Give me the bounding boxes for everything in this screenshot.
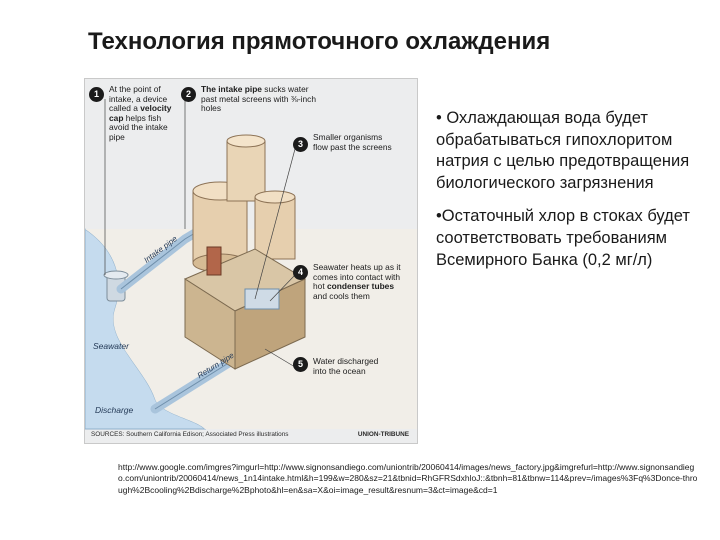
callout-number-2: 2 [181,87,196,102]
callout-number-5: 5 [293,357,308,372]
callout-3-text: Smaller organisms flow past the screens [313,132,392,152]
top-tank [226,134,266,202]
slide-title: Технология прямоточного охлаждения [88,28,551,55]
bullet-item: • Охлаждающая вода будет обрабатываться … [436,109,690,192]
callout-1-text: At the point of intake, a device called … [109,84,172,142]
callout-2-text: The intake pipe sucks water past metal s… [201,84,316,114]
discharge-label: Discharge [95,405,134,415]
callout-number-3: 3 [293,137,308,152]
callout-number-4: 4 [293,265,308,280]
figure-sources: SOURCES: Southern California Edison; Ass… [91,431,289,438]
callout-number-1: 1 [89,87,104,102]
callout-5-text: Water discharged into the ocean [313,356,379,376]
cooling-diagram: 1 At the point of intake, a device calle… [84,78,418,444]
figure-credit: UNION-TRIBUNE [357,431,409,438]
callout-4-text: Seawater heats up as it comes into conta… [313,262,401,301]
right-tank [254,190,296,260]
seawater-label: Seawater [93,341,129,351]
plant-building [183,246,307,370]
bullet-item: •Остаточный хлор в стоках будет соответс… [436,207,690,269]
plant-illustration [85,99,417,430]
source-url: http://www.google.com/imgres?imgurl=http… [118,462,698,495]
bullet-list: • Охлаждающая вода будет обрабатываться … [436,108,696,283]
